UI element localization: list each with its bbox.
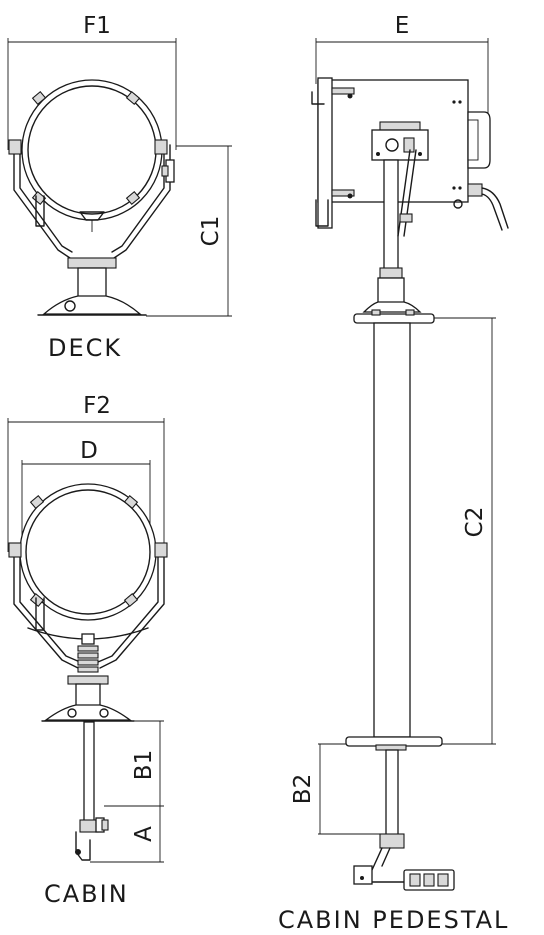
clamp [123,592,139,608]
dimension-f2: F2 [7,393,165,552]
top-plate [353,313,435,324]
lower-rod [385,749,399,837]
handle [315,199,329,227]
base-flange [44,704,132,721]
pivot-right [154,542,168,558]
lamp-lens [25,489,151,615]
cabin-pedestal-view: E [278,13,509,934]
dim-label-f2: F2 [83,393,111,419]
rear-housing [467,111,491,169]
pivot-left [8,139,22,155]
clamp [29,592,45,608]
view-label-cabin: CABIN [44,880,129,908]
yoke-right [99,547,165,669]
base-column [77,267,107,301]
cable-gland [467,183,483,197]
dimension-b1: B1 [104,720,164,807]
view-label-cabin-pedestal: CABIN PEDESTAL [278,906,509,934]
dim-label-c1: C1 [198,216,224,247]
cabin-view: F2 D [7,393,168,908]
dim-label-a: A [131,826,157,842]
clamp [123,494,139,510]
front-bezel [317,77,333,229]
base-column [75,683,101,707]
dimension-b2: B2 [290,743,380,835]
dimension-d: D [21,438,151,552]
dim-label-f1: F1 [83,13,111,39]
pedestal-pole [373,322,411,738]
handle [35,195,45,227]
dim-label-d: D [80,438,98,464]
clamp [125,90,141,106]
base-collar [67,257,117,269]
support-column [383,159,399,273]
base-flange [42,295,142,315]
dim-label-e: E [395,13,410,39]
cable [481,187,509,229]
spring-joint [77,645,99,673]
view-label-deck: DECK [48,334,122,362]
cabin-handle [75,831,91,861]
deck-view: F1 C1 [7,13,232,362]
clamp [29,494,45,510]
dim-label-b2: B2 [290,774,316,804]
dimension-e: E [315,13,489,130]
cabin-knob [101,819,109,831]
handle [35,597,45,631]
dimension-f1: F1 [7,13,177,150]
clamp [125,190,141,206]
clamp [31,90,47,106]
dimension-a: A [90,806,164,863]
dim-label-b1: B1 [131,750,157,780]
cabin-pole [83,721,95,823]
dimension-c1: C1 [146,145,232,317]
base-collar [67,675,109,685]
pivot-left [8,542,22,558]
dimension-c2: C2 [434,317,496,745]
pivot-right [154,139,168,155]
dim-label-c2: C2 [462,507,488,538]
